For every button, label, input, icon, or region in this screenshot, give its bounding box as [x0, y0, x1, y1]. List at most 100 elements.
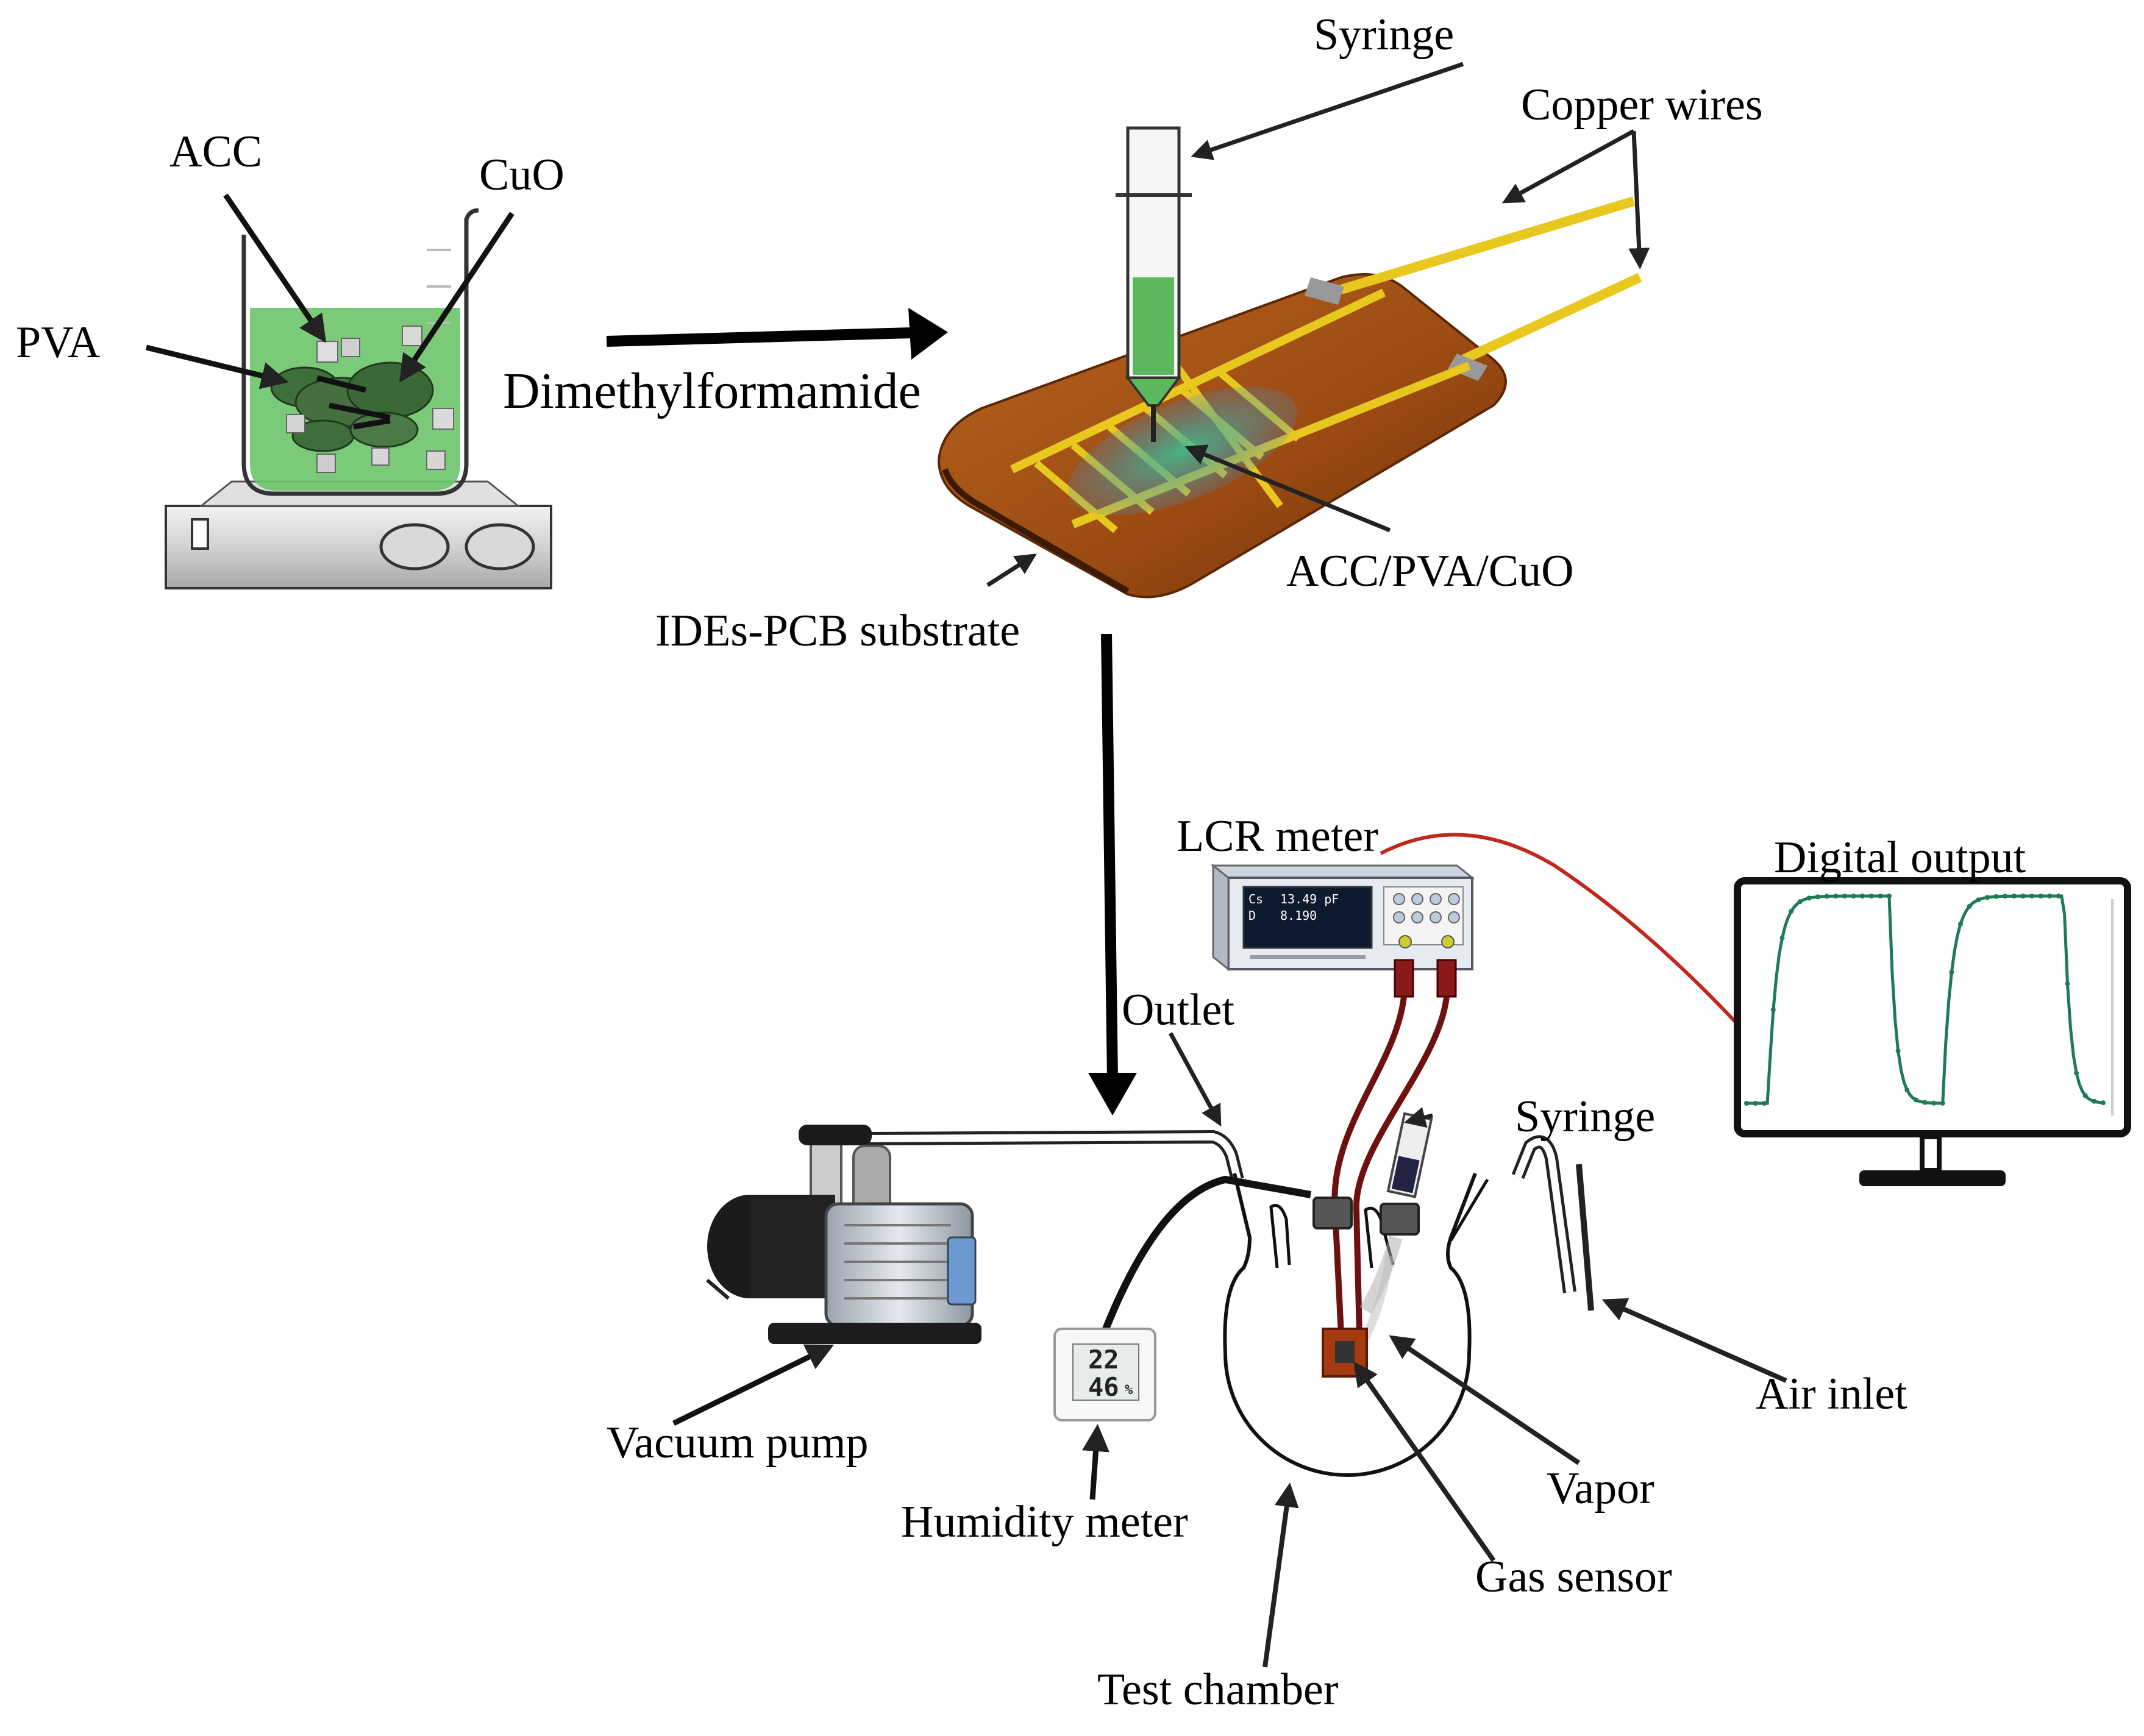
- lcr-mode-label: Cs: [1248, 892, 1264, 906]
- trace-marker: [2047, 894, 2053, 899]
- label-vacuum-pump: Vacuum pump: [607, 1418, 869, 1468]
- label-dimethylformamide: Dimethylformamide: [503, 363, 921, 419]
- trace-marker: [1797, 899, 1803, 905]
- trace-marker: [1984, 895, 1990, 900]
- lcr-meter: [1210, 863, 1475, 972]
- trace-marker: [1887, 894, 1892, 899]
- label-humidity-meter: Humidity meter: [901, 1497, 1188, 1547]
- acc-leader-arrow: [223, 193, 327, 343]
- trace-marker: [1913, 1097, 1918, 1103]
- trace-marker: [1762, 1101, 1767, 1106]
- label-gas-sensor: Gas sensor: [1475, 1552, 1672, 1602]
- response-trace-markers: [1744, 894, 2106, 1106]
- copper-wire-lower: [1461, 272, 1642, 365]
- label-pva: PVA: [16, 318, 101, 368]
- cuo-leader-arrow: [399, 212, 515, 383]
- process-arrow-right: [606, 327, 933, 347]
- hot-plate-switch: [191, 518, 209, 550]
- inlet-tube-inner: [1514, 1138, 1573, 1293]
- label-lcr-meter: LCR meter: [1177, 811, 1378, 861]
- trace-marker: [2003, 894, 2008, 899]
- substrate-leader: [986, 553, 1037, 587]
- syringe-top: [1116, 126, 1192, 442]
- air-inlet-leader: [1601, 1298, 1787, 1383]
- vacuum-pump: [706, 1125, 981, 1344]
- label-vapor: Vapor: [1547, 1464, 1654, 1514]
- trace-marker: [1949, 970, 1954, 975]
- trace-marker: [1976, 897, 1981, 903]
- label-air-inlet: Air inlet: [1756, 1369, 1907, 1419]
- copper-wire-upper: [1339, 196, 1636, 294]
- trace-marker: [1931, 1100, 1937, 1106]
- trace-marker: [2011, 894, 2017, 899]
- hygro-temperature: 22: [1088, 1345, 1119, 1375]
- syringe-bottom-leader: [1404, 1107, 1433, 1128]
- probe-lead-right: [1353, 996, 1450, 1336]
- trace-marker: [1868, 894, 1874, 899]
- trace-marker: [2029, 894, 2034, 899]
- probe-clip-right: [1436, 959, 1457, 998]
- syringe-top-leader: [1191, 62, 1464, 160]
- label-outlet: Outlet: [1122, 985, 1234, 1035]
- pcb-substrate: [937, 196, 1642, 599]
- label-digital-output: Digital output: [1774, 833, 2026, 883]
- lcr-reading-secondary: 8.190: [1280, 908, 1317, 923]
- trace-marker: [1842, 894, 1847, 899]
- humidity-meter-device: [1053, 1175, 1312, 1421]
- test-chamber-leader: [1263, 1482, 1299, 1668]
- copper-wires-leader-1: [1501, 129, 1635, 204]
- trace-marker: [1958, 922, 1963, 927]
- sensing-film: [1068, 386, 1297, 516]
- label-cuo: CuO: [479, 150, 564, 200]
- trace-marker: [1851, 894, 1856, 899]
- trace-marker: [2082, 1093, 2088, 1098]
- trace-marker: [2101, 1100, 2106, 1106]
- vapor-leader: [1389, 1335, 1581, 1465]
- label-test-chamber: Test chamber: [1097, 1665, 1339, 1715]
- probe-clip-left: [1394, 959, 1414, 998]
- hygro-humidity: 46: [1088, 1372, 1119, 1402]
- hot-plate-knob-right: [465, 523, 535, 571]
- copper-wires-leader-2: [1628, 130, 1650, 269]
- label-syringe-bottom: Syringe: [1515, 1092, 1656, 1142]
- trace-marker: [2074, 1070, 2079, 1076]
- test-chamber-flask: [1223, 1172, 1489, 1477]
- outlet-tube-outer: [865, 1129, 1244, 1181]
- trace-marker: [1878, 894, 1883, 899]
- lcr-reading-primary: 13.49 pF: [1280, 892, 1339, 906]
- output-monitor: [1734, 877, 2131, 1186]
- lcr-mode2-label: D: [1248, 908, 1256, 923]
- trace-marker: [2092, 1098, 2097, 1104]
- trace-marker: [2038, 894, 2043, 899]
- trace-marker: [1833, 894, 1839, 899]
- trace-marker: [2056, 894, 2061, 899]
- trace-marker: [1753, 1101, 1758, 1106]
- outlet-tube-inner: [865, 1133, 1241, 1181]
- vacuum-pump-leader: [672, 1344, 835, 1426]
- trace-marker: [1860, 894, 1865, 899]
- trace-marker: [1770, 1007, 1776, 1012]
- trace-marker: [1815, 894, 1820, 900]
- label-composite: ACC/PVA/CuO: [1286, 546, 1574, 596]
- label-acc: ACC: [169, 127, 263, 177]
- trace-marker: [1940, 1100, 1945, 1106]
- process-arrow-down: [1101, 633, 1118, 1080]
- label-copper-wires: Copper wires: [1521, 80, 1763, 130]
- trace-marker: [2065, 981, 2070, 986]
- lcr-screen: [1242, 886, 1373, 949]
- trace-marker: [1895, 1048, 1901, 1054]
- hot-plate-knob-left: [379, 523, 450, 571]
- label-syringe-top: Syringe: [1314, 10, 1455, 60]
- trace-marker: [1806, 895, 1812, 901]
- label-substrate: IDEs-PCB substrate: [655, 606, 1020, 656]
- probe-lead-left: [1331, 996, 1407, 1336]
- outlet-leader: [1168, 1032, 1222, 1127]
- trace-marker: [1779, 935, 1785, 941]
- trace-marker: [1789, 909, 1794, 914]
- beaker: [241, 208, 479, 496]
- signal-wire: [1380, 833, 1739, 1026]
- pva-leader-arrow: [145, 344, 289, 390]
- trace-marker: [1824, 894, 1829, 899]
